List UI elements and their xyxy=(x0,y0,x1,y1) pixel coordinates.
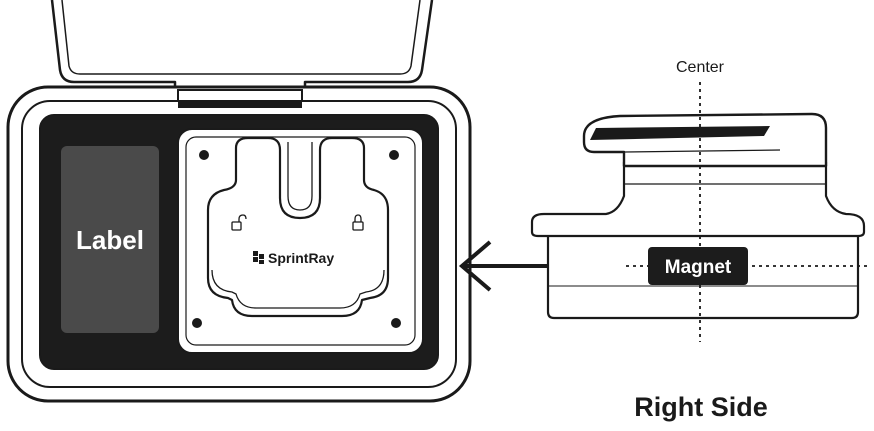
screw-bottom-right xyxy=(391,318,401,328)
resin-tray-top-view: Label SprintRay xyxy=(6,0,472,403)
build-plate-base-inner xyxy=(185,136,416,346)
label-text: Label xyxy=(76,225,144,255)
screw-top-right xyxy=(389,150,399,160)
unlock-icon xyxy=(231,214,247,231)
center-text: Center xyxy=(676,59,725,76)
tray-lid xyxy=(50,0,434,92)
tray-hinge-bar xyxy=(178,100,302,108)
brand-text: SprintRay xyxy=(268,250,334,266)
magnet-text: Magnet xyxy=(665,257,732,278)
magnet-cap-channel xyxy=(287,142,313,211)
label-area xyxy=(61,146,159,333)
side-view-knob-shade xyxy=(590,126,770,140)
build-plate-side-view: Center Magnet Right Side xyxy=(530,59,870,422)
side-view-top-knob xyxy=(582,112,828,168)
magnet-cap-inner-rim xyxy=(211,269,385,309)
screw-bottom-left xyxy=(192,318,202,328)
tray-lid-inner xyxy=(61,0,421,75)
screw-top-left xyxy=(199,150,209,160)
side-view-knob-line xyxy=(623,149,781,153)
lock-icon xyxy=(352,214,364,231)
magnet-cap-top-view xyxy=(206,136,390,318)
side-view-title: Right Side xyxy=(634,392,768,422)
sprintray-logo-icon xyxy=(253,251,264,264)
tray-hinge-notch xyxy=(177,89,303,100)
magnet-badge xyxy=(648,247,748,285)
side-view-flange xyxy=(530,160,866,238)
